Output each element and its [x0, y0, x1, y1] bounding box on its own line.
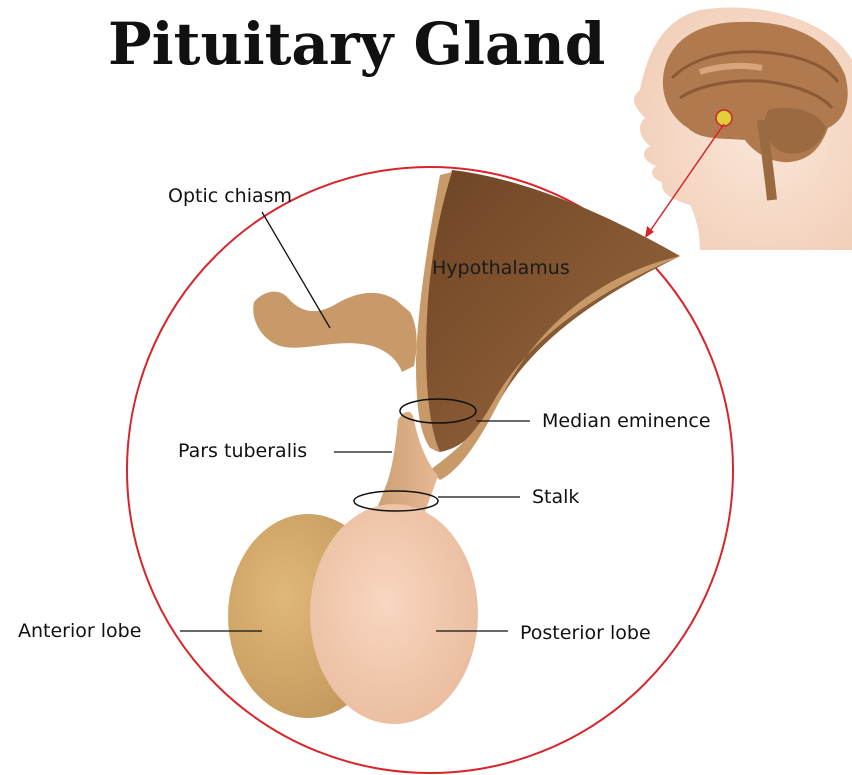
optic-chiasm-shape [253, 292, 416, 372]
hypothalamus-label: Hypothalamus [432, 257, 570, 279]
stalk-label: Stalk [532, 486, 579, 508]
optic-chiasm-label: Optic chiasm [168, 185, 292, 207]
pars-tuberalis-label: Pars tuberalis [178, 440, 307, 462]
posterior-lobe-shape [310, 504, 478, 724]
median-eminence-label: Median eminence [542, 410, 711, 432]
posterior-lobe-label: Posterior lobe [520, 622, 651, 644]
anterior-lobe-label: Anterior lobe [18, 620, 141, 642]
head-profile-with-brain-icon [634, 7, 852, 250]
